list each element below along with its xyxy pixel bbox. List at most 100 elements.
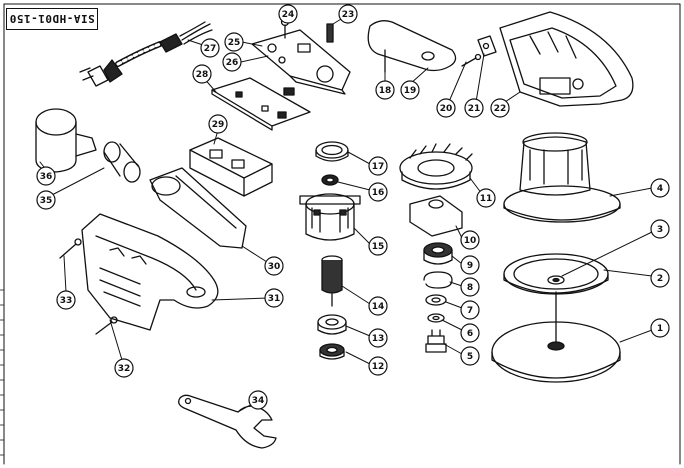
part-spring-23 — [326, 23, 334, 43]
part-counterweight-10 — [409, 195, 463, 237]
callout-33: 33 — [56, 290, 76, 310]
callout-1-label: 1 — [657, 324, 663, 334]
callout-27-label: 27 — [204, 44, 217, 54]
callout-15: 15 — [368, 236, 388, 256]
callout-12-label: 12 — [372, 362, 385, 372]
callout-6: 6 — [460, 323, 480, 343]
part-spindle-bolt-5 — [425, 329, 447, 353]
part-circuit-board-28 — [211, 77, 311, 131]
callout-25-label: 25 — [228, 38, 241, 48]
callout-5: 5 — [460, 346, 480, 366]
part-washer-6 — [427, 313, 445, 323]
callout-11: 11 — [476, 188, 496, 208]
callout-12: 12 — [368, 356, 388, 376]
callout-14: 14 — [368, 296, 388, 316]
title-block: SIA-HD01-150 — [6, 8, 98, 30]
callout-30-label: 30 — [268, 262, 281, 272]
callout-14-label: 14 — [372, 302, 385, 312]
callout-17: 17 — [368, 156, 388, 176]
part-rear-cover-19 — [367, 20, 457, 72]
part-fan-11 — [399, 143, 473, 190]
callout-34: 34 — [248, 390, 268, 410]
callout-30: 30 — [264, 256, 284, 276]
callout-18-label: 18 — [379, 86, 392, 96]
callout-27: 27 — [200, 38, 220, 58]
part-bearing-13 — [317, 314, 347, 335]
callout-26-label: 26 — [226, 58, 239, 68]
callout-16-label: 16 — [372, 188, 385, 198]
callout-7-label: 7 — [467, 306, 473, 316]
callout-28-label: 28 — [196, 70, 209, 80]
part-dust-adapter-35 — [103, 141, 141, 183]
callout-35-label: 35 — [40, 196, 53, 206]
callout-36: 36 — [36, 166, 56, 186]
callout-9: 9 — [460, 255, 480, 275]
callout-31-label: 31 — [268, 294, 281, 304]
part-top-housing-22 — [499, 11, 634, 107]
callout-29-label: 29 — [212, 120, 225, 130]
callout-23-label: 23 — [342, 10, 355, 20]
callout-35: 35 — [36, 190, 56, 210]
callout-32: 32 — [114, 358, 134, 378]
callout-5-label: 5 — [467, 352, 473, 362]
callout-4: 4 — [650, 178, 670, 198]
callout-20-label: 20 — [440, 104, 453, 114]
part-bearing-17 — [315, 141, 349, 162]
callout-25: 25 — [224, 32, 244, 52]
callout-26: 26 — [222, 52, 242, 72]
part-circlip-8 — [423, 271, 453, 289]
callout-24: 24 — [278, 4, 298, 24]
callout-10: 10 — [460, 230, 480, 250]
callout-16: 16 — [368, 182, 388, 202]
part-bearing-12 — [319, 343, 345, 360]
part-bearing-9 — [423, 242, 453, 265]
callout-23: 23 — [338, 4, 358, 24]
part-bearing-16 — [321, 174, 339, 186]
part-pad-flange-2 — [503, 253, 609, 295]
part-switch-plate-25 — [251, 29, 351, 95]
callout-13: 13 — [368, 328, 388, 348]
callout-18: 18 — [375, 80, 395, 100]
callout-34-label: 34 — [252, 396, 265, 406]
callout-22-label: 22 — [494, 104, 507, 114]
callout-22: 22 — [490, 98, 510, 118]
callout-6-label: 6 — [467, 329, 473, 339]
callout-4-label: 4 — [657, 184, 663, 194]
callout-15-label: 15 — [372, 242, 385, 252]
part-screw-32 — [95, 316, 118, 335]
callout-2-label: 2 — [657, 274, 663, 284]
callout-32-label: 32 — [118, 364, 131, 374]
callout-8-label: 8 — [467, 283, 473, 293]
callout-7: 7 — [460, 300, 480, 320]
callout-20: 20 — [436, 98, 456, 118]
callout-33-label: 33 — [60, 296, 73, 306]
part-screw-33 — [59, 238, 82, 259]
part-power-cord — [79, 21, 213, 87]
part-sanding-pad-1 — [491, 291, 621, 383]
callout-21-label: 21 — [468, 104, 481, 114]
callout-17-label: 17 — [372, 162, 385, 172]
part-washer-7 — [425, 294, 447, 306]
callout-21: 21 — [464, 98, 484, 118]
part-lower-housing-31 — [81, 213, 219, 331]
callout-8: 8 — [460, 277, 480, 297]
part-dust-canister-36 — [35, 108, 97, 173]
callout-36-label: 36 — [40, 172, 53, 182]
callout-9-label: 9 — [467, 261, 473, 271]
part-retainer-3 — [547, 275, 565, 285]
callout-3-label: 3 — [657, 225, 663, 235]
callout-13-label: 13 — [372, 334, 385, 344]
callout-19-label: 19 — [404, 86, 417, 96]
part-rotor-14 — [321, 255, 343, 307]
callout-24-label: 24 — [282, 10, 295, 20]
callout-19: 19 — [400, 80, 420, 100]
callout-29: 29 — [208, 114, 228, 134]
callout-28: 28 — [192, 64, 212, 84]
callout-3: 3 — [650, 219, 670, 239]
part-clip-21 — [477, 35, 497, 57]
callout-11-label: 11 — [480, 194, 493, 204]
callout-10-label: 10 — [464, 236, 477, 246]
part-component-26 — [283, 87, 295, 96]
part-dust-tube-30 — [149, 167, 247, 249]
